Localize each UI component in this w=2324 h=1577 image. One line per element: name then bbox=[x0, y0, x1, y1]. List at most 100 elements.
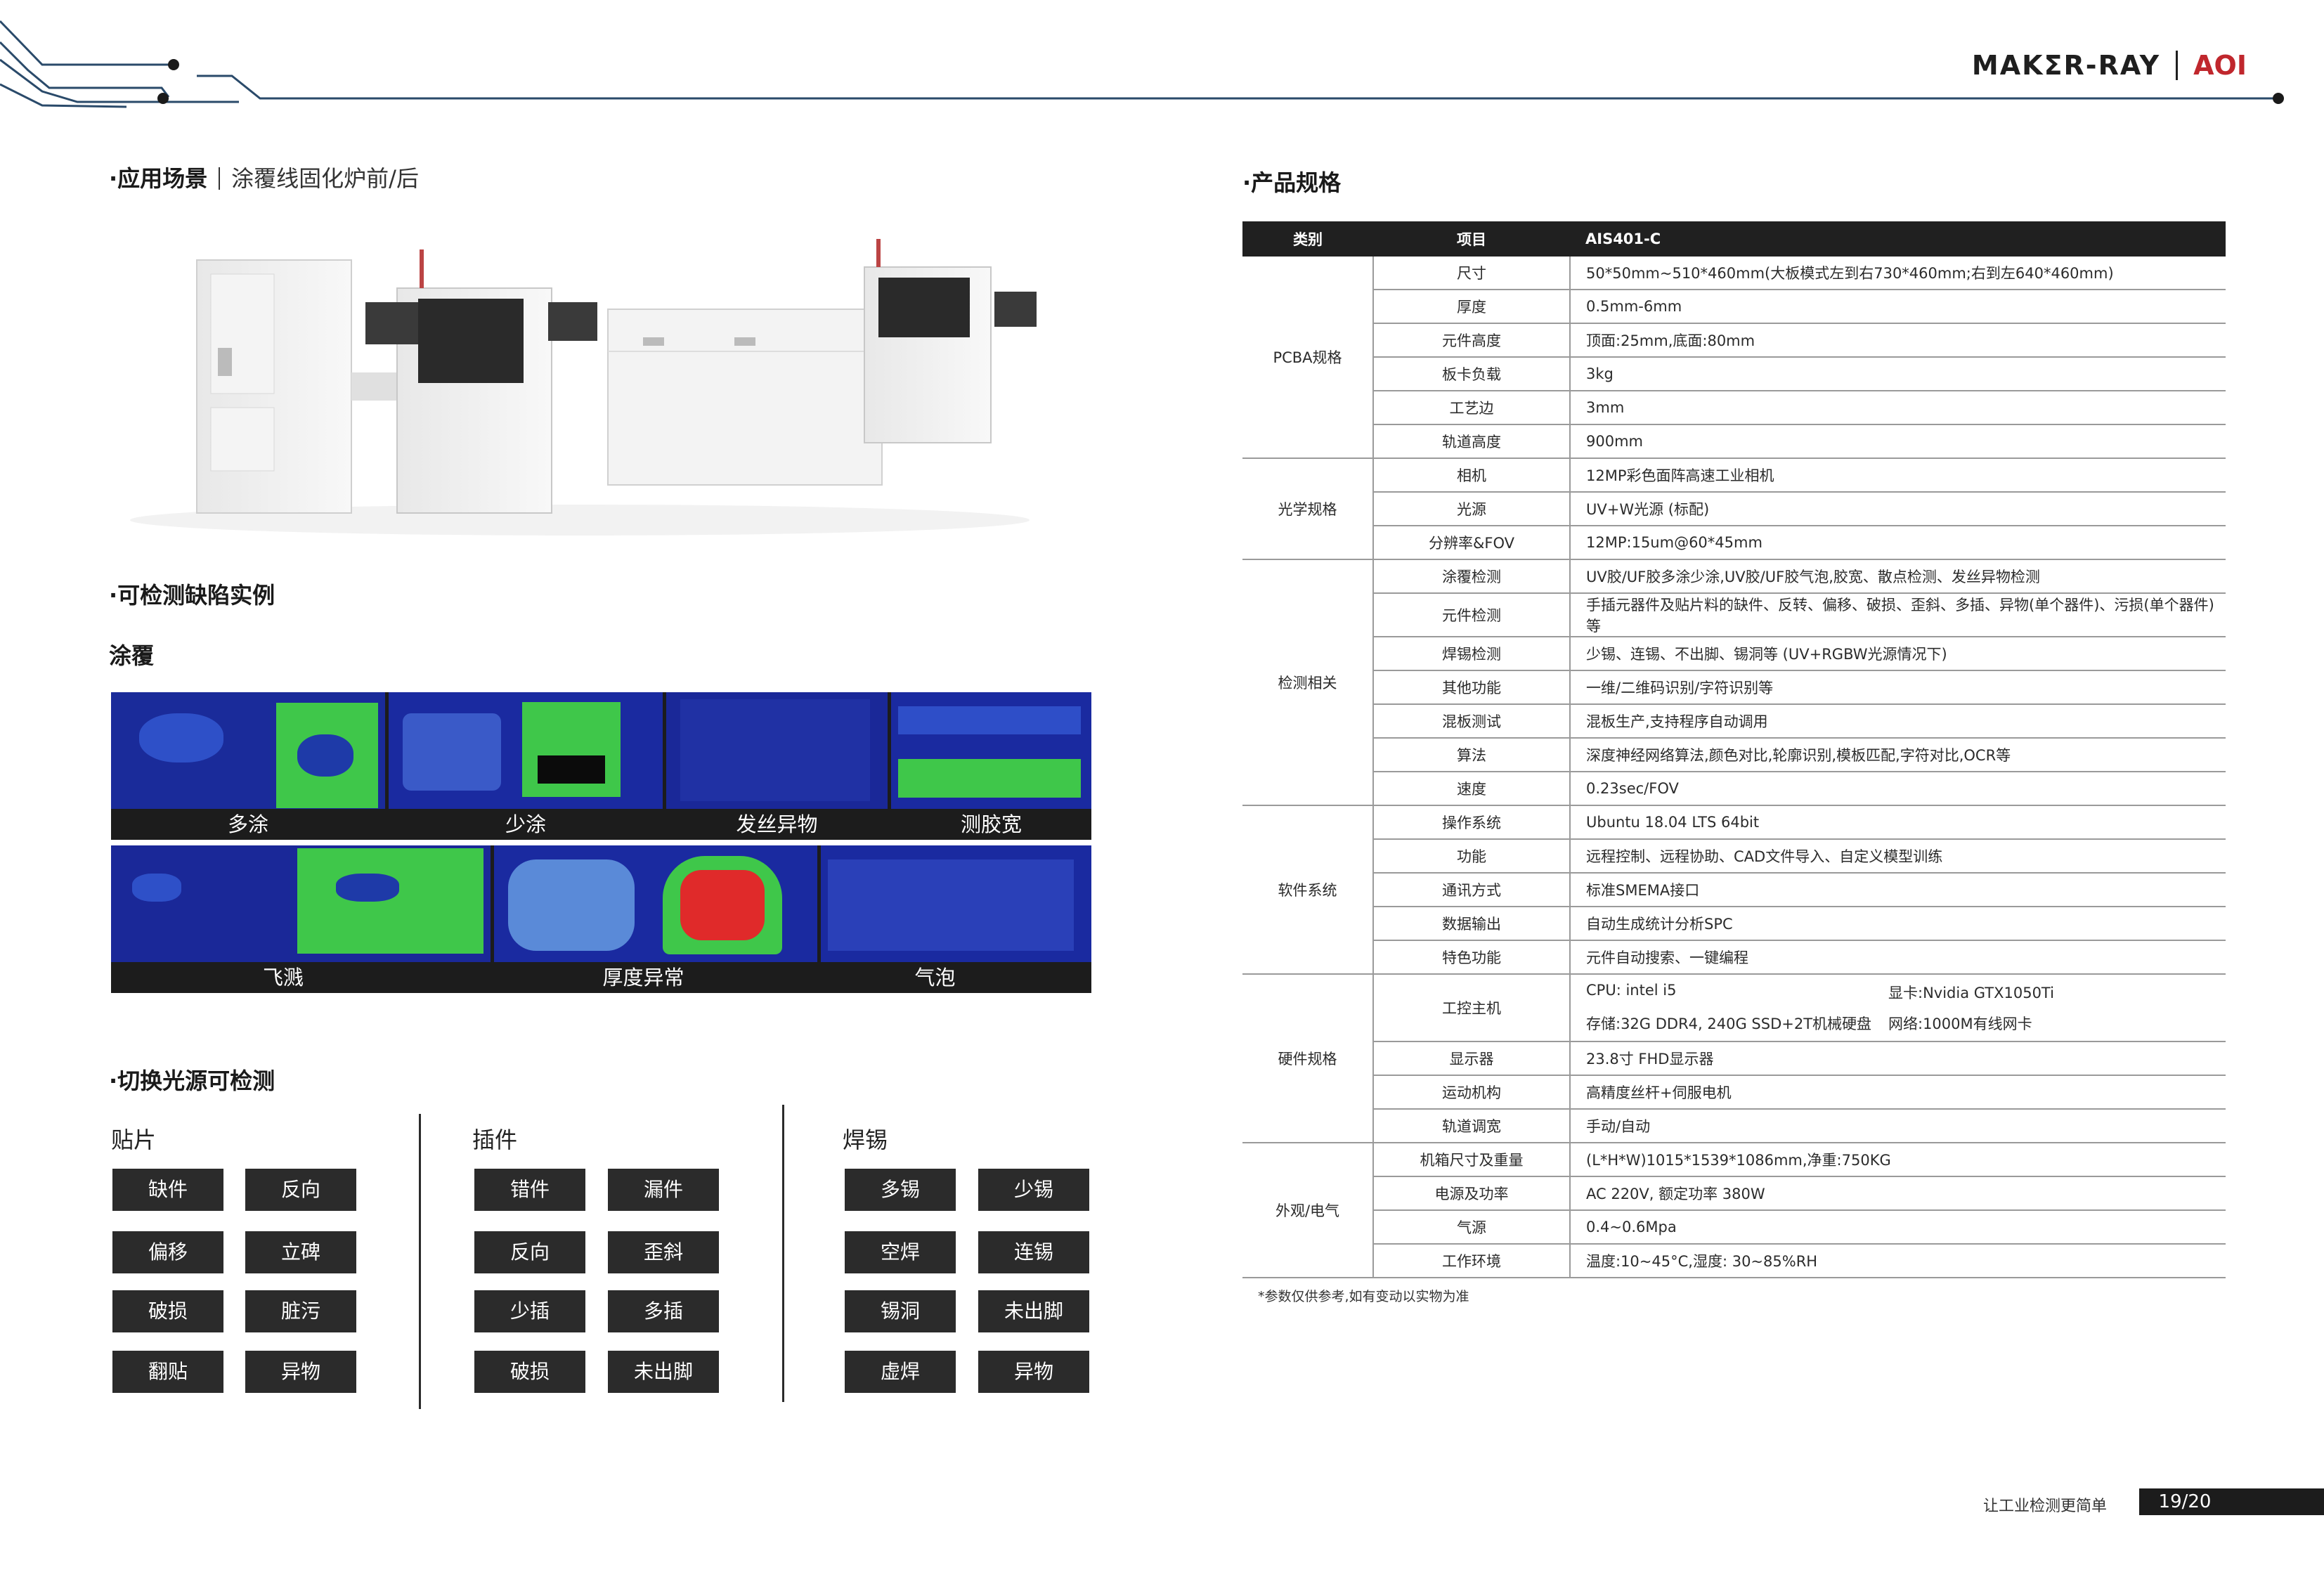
table-row: 焊锡检测 少锡、连锡、不出脚、锡洞等 (UV+RGBW光源情况下) bbox=[1242, 637, 2226, 671]
table-row: 光学规格 相机 12MP彩色面阵高速工业相机 bbox=[1242, 458, 2226, 560]
table-row: 工艺边 3mm bbox=[1242, 391, 2226, 425]
smt-defect-tag: 反向 bbox=[245, 1169, 356, 1211]
page-number: 19/20 bbox=[2158, 1491, 2212, 1512]
solder-column-title: 焊锡 bbox=[843, 1127, 888, 1153]
category-cell: PCBA规格 bbox=[1242, 257, 1374, 459]
spec-title: 产品规格 bbox=[1251, 169, 1342, 196]
tht-defect-tag: 错件 bbox=[474, 1169, 585, 1211]
application-heading: ·应用场景涂覆线固化炉前/后 bbox=[109, 165, 419, 192]
table-row: 速度 0.23sec/FOV bbox=[1242, 772, 2226, 806]
table-row: 工作环境 温度:10~45°C,湿度: 30~85%RH bbox=[1242, 1244, 2226, 1278]
value-cell: 0.23sec/FOV bbox=[1570, 772, 2226, 806]
item-cell: 特色功能 bbox=[1373, 940, 1571, 975]
item-cell: 数据输出 bbox=[1373, 907, 1571, 941]
item-cell: 操作系统 bbox=[1373, 805, 1571, 840]
caption-insufficient-coating: 少涂 bbox=[505, 812, 546, 836]
page-indicator: 19/20 bbox=[2139, 1488, 2324, 1515]
table-row: 显示器 23.8寸 FHD显示器 bbox=[1242, 1041, 2226, 1076]
table-row: 板卡负载 3kg bbox=[1242, 357, 2226, 391]
value-cell: UV胶/UF胶多涂少涂,UV胶/UF胶气泡,胶宽、散点检测、发丝异物检测 bbox=[1570, 559, 2226, 594]
item-cell: 电源及功率 bbox=[1373, 1176, 1571, 1211]
header-model: AIS401-C bbox=[1570, 221, 2226, 257]
value-cell: 少锡、连锡、不出脚、锡洞等 (UV+RGBW光源情况下) bbox=[1570, 637, 2226, 671]
solder-defect-tag: 连锡 bbox=[978, 1231, 1089, 1273]
table-row: 功能 远程控制、远程协助、CAD文件导入、自定义模型训练 bbox=[1242, 839, 2226, 874]
item-cell: 工控主机 bbox=[1373, 974, 1571, 1042]
table-row: 外观/电气 机箱尺寸及重量 (L*H*W)1015*1539*1086mm,净重… bbox=[1242, 1143, 2226, 1278]
value-cell: 元件自动搜索、一键编程 bbox=[1570, 940, 2226, 975]
category-cell: 外观/电气 bbox=[1242, 1143, 1374, 1278]
production-line-image bbox=[88, 211, 1072, 541]
value-cell: 自动生成统计分析SPC bbox=[1570, 907, 2226, 941]
category-cell: 硬件规格 bbox=[1242, 974, 1374, 1143]
solder-defect-tag: 虚焊 bbox=[845, 1351, 956, 1393]
item-cell: 分辨率&FOV bbox=[1373, 526, 1571, 560]
table-row: 混板测试 混板生产,支持程序自动调用 bbox=[1242, 704, 2226, 739]
item-cell: 涂覆检测 bbox=[1373, 559, 1571, 594]
tht-column-title: 插件 bbox=[472, 1127, 518, 1153]
table-row: 元件高度 顶面:25mm,底面:80mm bbox=[1242, 323, 2226, 358]
table-row: 电源及功率 AC 220V, 额定功率 380W bbox=[1242, 1176, 2226, 1211]
brand-product: AOI bbox=[2193, 50, 2247, 81]
spec-footnote: *参数仅供参考,如有变动以实物为准 bbox=[1258, 1289, 1469, 1304]
defects-category: 涂覆 bbox=[109, 642, 155, 669]
table-row: 特色功能 元件自动搜索、一键编程 bbox=[1242, 940, 2226, 975]
brand-logo: MAKΣR-RAY AOI bbox=[1972, 48, 2247, 83]
table-row: 元件检测 手插元器件及贴片料的缺件、反转、偏移、破损、歪斜、多插、异物(单个器件… bbox=[1242, 593, 2226, 637]
spec-header-row: 类别 项目 AIS401-C bbox=[1242, 221, 2226, 257]
value-cell: 高精度丝杆+伺服电机 bbox=[1570, 1075, 2226, 1110]
item-cell: 运动机构 bbox=[1373, 1075, 1571, 1110]
item-cell: 速度 bbox=[1373, 772, 1571, 806]
smt-defect-tag: 翻贴 bbox=[112, 1351, 223, 1393]
application-title: 应用场景 bbox=[117, 165, 208, 192]
tht-defect-tag: 破损 bbox=[474, 1351, 585, 1393]
item-cell: 通讯方式 bbox=[1373, 873, 1571, 907]
value-cell: 900mm bbox=[1570, 424, 2226, 459]
smt-column-title: 贴片 bbox=[111, 1127, 157, 1153]
table-row: 厚度 0.5mm-6mm bbox=[1242, 290, 2226, 324]
item-cell: 工作环境 bbox=[1373, 1244, 1571, 1278]
title-separator bbox=[219, 167, 221, 190]
caption-splash: 飞溅 bbox=[262, 966, 304, 989]
defect-image-bubble bbox=[821, 845, 1091, 962]
spec-table: 类别 项目 AIS401-C PCBA规格 尺寸 50*50mm~510*460… bbox=[1242, 221, 2226, 1278]
value-cell: AC 220V, 额定功率 380W bbox=[1570, 1176, 2226, 1211]
solder-defect-tag: 空焊 bbox=[845, 1231, 956, 1273]
item-cell: 轨道调宽 bbox=[1373, 1109, 1571, 1143]
category-cell: 软件系统 bbox=[1242, 805, 1374, 975]
value-cell: 0.4~0.6Mpa bbox=[1570, 1210, 2226, 1245]
defect-image-fiber-debris bbox=[666, 692, 888, 809]
defect-image-splash bbox=[111, 845, 491, 962]
item-cell: 机箱尺寸及重量 bbox=[1373, 1143, 1571, 1177]
value-cell: 深度神经网络算法,颜色对比,轮廓识别,模板匹配,字符对比,OCR等 bbox=[1570, 738, 2226, 772]
item-cell: 厚度 bbox=[1373, 290, 1571, 324]
value-cell: 12MP彩色面阵高速工业相机 bbox=[1570, 458, 2226, 493]
smt-defect-tag: 脏污 bbox=[245, 1290, 356, 1332]
item-cell: 其他功能 bbox=[1373, 670, 1571, 705]
defects-title: 可检测缺陷实例 bbox=[117, 582, 275, 609]
solder-defect-tag: 未出脚 bbox=[978, 1290, 1089, 1332]
item-cell: 算法 bbox=[1373, 738, 1571, 772]
solder-defect-tag: 少锡 bbox=[978, 1169, 1089, 1211]
table-row: 硬件规格 工控主机 CPU: intel i5 显卡:Nvidia GTX105… bbox=[1242, 974, 2226, 1143]
defect-gallery-row-1: 多涂 少涂 发丝异物 测胶宽 bbox=[111, 692, 1091, 840]
defect-image-excess-coating bbox=[111, 692, 385, 809]
value-cell: Ubuntu 18.04 LTS 64bit bbox=[1570, 805, 2226, 840]
header-category: 类别 bbox=[1242, 221, 1373, 257]
value-cell: 50*50mm~510*460mm(大板模式左到右730*460mm;右到左64… bbox=[1570, 257, 2226, 290]
value-cell: 顶面:25mm,底面:80mm bbox=[1570, 323, 2226, 358]
table-row: 运动机构 高精度丝杆+伺服电机 bbox=[1242, 1075, 2226, 1110]
ipc-gpu: 显卡:Nvidia GTX1050Ti bbox=[1888, 985, 2054, 1001]
value-cell: 12MP:15um@60*45mm bbox=[1570, 526, 2226, 560]
value-cell: 标准SMEMA接口 bbox=[1570, 873, 2226, 907]
item-cell: 光源 bbox=[1373, 492, 1571, 526]
value-cell: 3mm bbox=[1570, 391, 2226, 425]
table-row: 气源 0.4~0.6Mpa bbox=[1242, 1210, 2226, 1245]
value-cell: (L*H*W)1015*1539*1086mm,净重:750KG bbox=[1570, 1143, 2226, 1177]
header-item: 项目 bbox=[1373, 221, 1570, 257]
smt-defect-tag: 立碑 bbox=[245, 1231, 356, 1273]
value-cell: 23.8寸 FHD显示器 bbox=[1570, 1041, 2226, 1076]
category-cell: 检测相关 bbox=[1242, 559, 1374, 806]
item-cell: 焊锡检测 bbox=[1373, 637, 1571, 671]
ipc-spec-grid: CPU: intel i5 显卡:Nvidia GTX1050Ti 存储:32G… bbox=[1586, 976, 2226, 1039]
